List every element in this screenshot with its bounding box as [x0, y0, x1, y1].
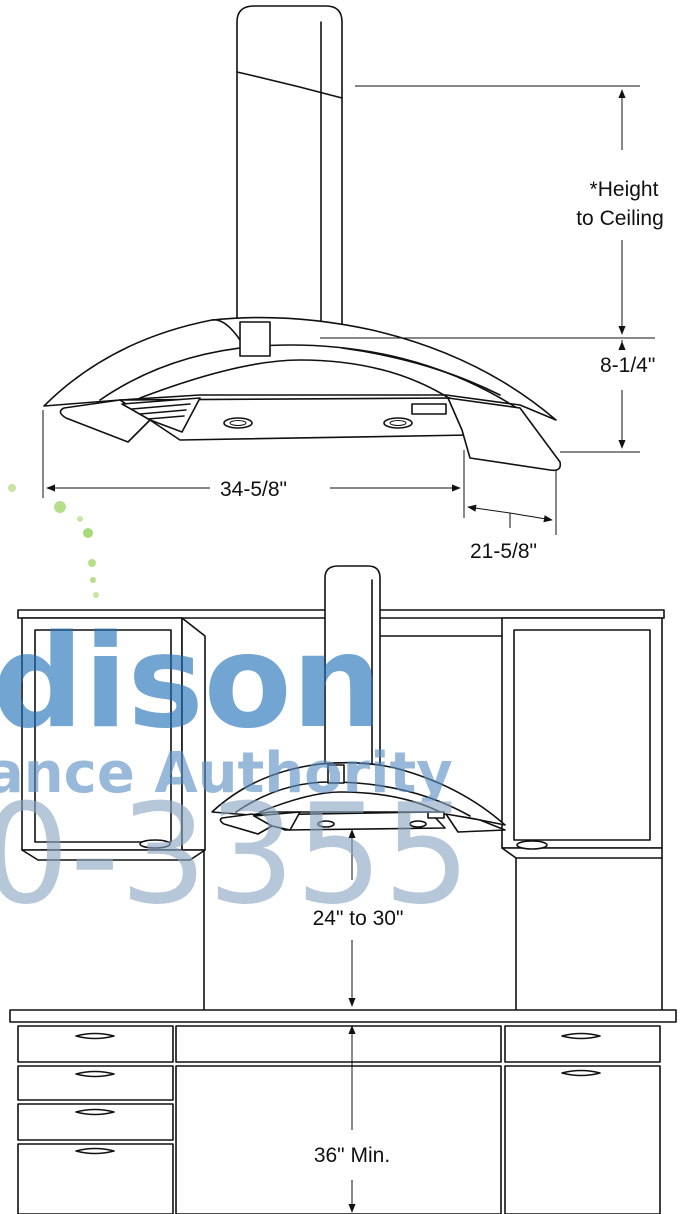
mount-height-label: 24" to 30" [313, 907, 404, 930]
right-upper-cabinet [379, 617, 663, 859]
watermark-line1: dison [0, 608, 383, 757]
small-chimney [324, 565, 381, 779]
watermark-line2: ance Authority [0, 741, 453, 806]
hood-height-label: 8-1/4" [600, 354, 655, 377]
left-filter [59, 399, 151, 443]
small-hood [211, 761, 506, 835]
hood-depth-dimension: 21-5/8" [467, 470, 557, 563]
hood-detail-drawing [43, 5, 562, 472]
height-to-ceiling-label-line2: to Ceiling [576, 207, 664, 230]
decorative-dots [8, 484, 99, 598]
counter-height-dimension: 36" Min. [314, 1025, 390, 1213]
chimney-cover [236, 5, 343, 349]
right-filter [447, 397, 562, 472]
hood-width-label: 34-5/8" [220, 478, 287, 501]
light-left [223, 417, 253, 429]
hood-canopy [43, 316, 557, 421]
counter-height-label: 36" Min. [314, 1144, 390, 1167]
height-to-ceiling-label-line1: *Height [590, 178, 659, 201]
base-cabinets [17, 1025, 661, 1214]
watermark: dison ance Authority 0-3355 [0, 608, 471, 935]
kitchen-installation-drawing [9, 565, 677, 1214]
mount-height-dimension: 24" to 30" [313, 829, 404, 1007]
hood-height-dimension: 8-1/4" [560, 340, 655, 453]
countertop [9, 1009, 677, 1023]
left-upper-cabinet [21, 617, 206, 861]
hood-depth-label: 21-5/8" [470, 540, 537, 563]
hood-width-dimension: 34-5/8" [42, 410, 465, 518]
light-right [383, 417, 413, 429]
watermark-line3: 0-3355 [0, 774, 471, 935]
height-to-ceiling-dimension: *Height to Ceiling [320, 85, 664, 339]
